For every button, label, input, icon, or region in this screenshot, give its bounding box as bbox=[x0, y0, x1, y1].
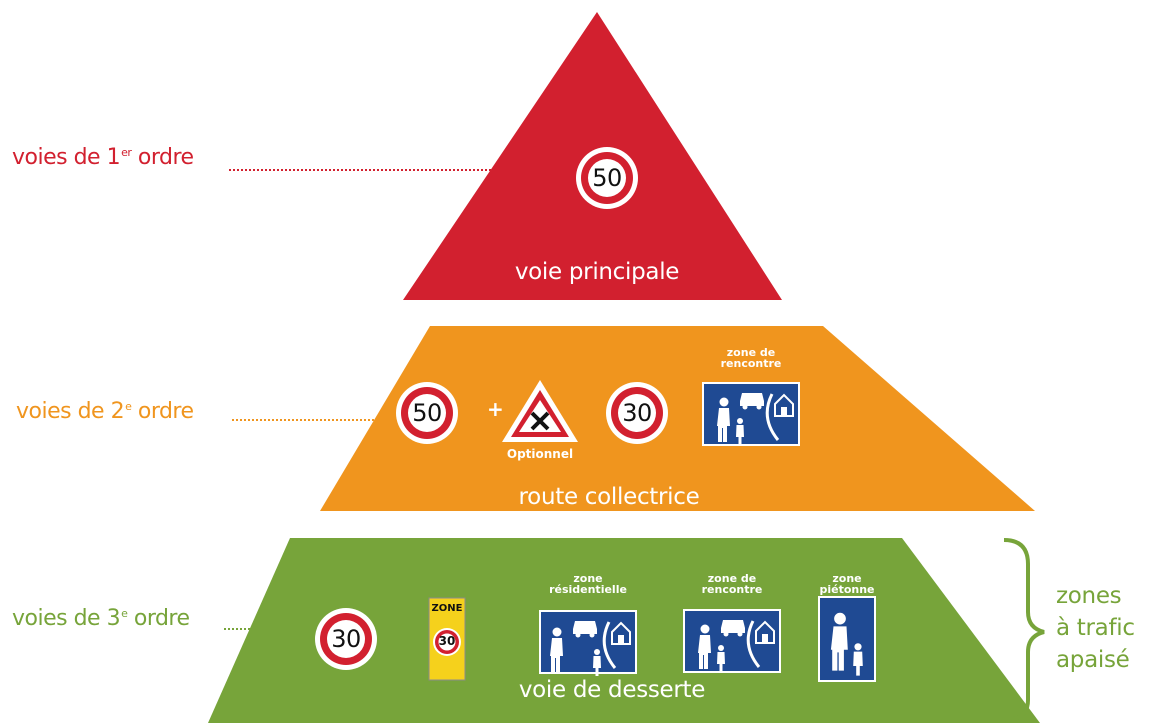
zones-bracket bbox=[1003, 538, 1045, 722]
speed-limit-50-sign bbox=[576, 147, 638, 209]
tier1-order-label: voies de 1er ordre bbox=[12, 145, 194, 170]
tier2-leader-line bbox=[232, 419, 374, 421]
tier3-leader-line bbox=[224, 628, 262, 630]
speed-limit-value: 50 bbox=[592, 164, 622, 192]
meeting-zone-sign-icon bbox=[702, 382, 800, 446]
tier1-leader-line bbox=[229, 169, 515, 171]
plus-sign: + bbox=[487, 397, 504, 421]
speed-limit-50-sign bbox=[396, 382, 458, 444]
zone-30-sign-icon bbox=[428, 597, 466, 681]
tier2-name: route collectrice bbox=[518, 484, 700, 510]
speed-limit-30-sign bbox=[606, 382, 668, 444]
residential-zone-sign-icon bbox=[539, 610, 637, 676]
traffic-calmed-zones-label: zones à trafic apaisé bbox=[1056, 583, 1135, 673]
priority-intersection-warning-sign bbox=[502, 380, 578, 442]
zone-sign-text: ZONE bbox=[431, 603, 463, 614]
tier2-order-label: voies de 2e ordre bbox=[16, 399, 194, 424]
speed-limit-value: 50 bbox=[412, 399, 442, 427]
tier3-order-label: voies de 3e ordre bbox=[12, 606, 190, 631]
speed-limit-30-sign bbox=[315, 608, 377, 670]
pedestrian-zone-sign-icon bbox=[818, 596, 876, 682]
speed-limit-value: 30 bbox=[331, 625, 361, 653]
meeting-zone-sign-icon bbox=[683, 609, 781, 673]
tier1-name: voie principale bbox=[514, 259, 680, 285]
optional-label: Optionnel bbox=[506, 447, 574, 461]
tier2-trapezoid bbox=[320, 326, 1035, 511]
speed-limit-value: 30 bbox=[622, 399, 652, 427]
zone-sign-value: 30 bbox=[438, 634, 456, 648]
tier3-name: voie de desserte bbox=[518, 677, 706, 703]
